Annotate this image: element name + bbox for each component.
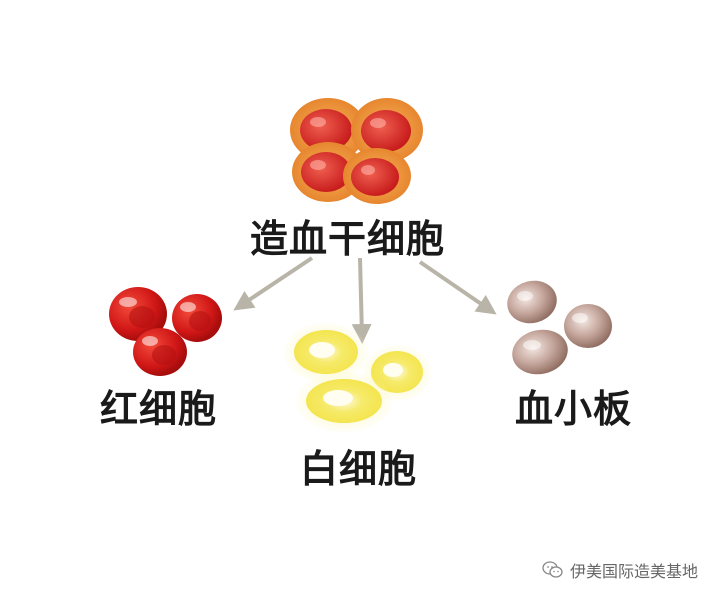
platelet <box>512 329 568 375</box>
stem-cell <box>290 98 366 162</box>
stem-cell <box>351 98 423 162</box>
red-blood-cell <box>133 328 187 376</box>
red-blood-cells <box>109 287 222 376</box>
stem-cell-label: 造血干细胞 <box>250 217 446 261</box>
red-blood-cell <box>109 287 167 341</box>
white-blood-cells <box>284 323 431 432</box>
platelets <box>507 280 612 375</box>
platelet-label: 血小板 <box>515 387 633 431</box>
platelet <box>564 304 612 348</box>
white-blood-cell-label: 白细胞 <box>300 447 418 491</box>
arrow-to-plt <box>418 260 497 315</box>
stem-cell <box>343 148 411 204</box>
arrows <box>233 256 497 344</box>
red-blood-cell-label: 红细胞 <box>100 387 218 431</box>
white-blood-cell <box>284 323 368 383</box>
wechat-icon <box>542 561 563 578</box>
platelet <box>507 280 557 324</box>
watermark-text: 伊美国际造美基地 <box>569 562 698 581</box>
watermark: 伊美国际造美基地 <box>542 558 698 582</box>
arrow-to-wbc <box>351 257 372 344</box>
white-blood-cell <box>296 372 392 432</box>
stem-cell-cluster <box>290 98 423 204</box>
red-blood-cell <box>172 294 222 342</box>
arrow-to-rbc <box>233 256 314 311</box>
